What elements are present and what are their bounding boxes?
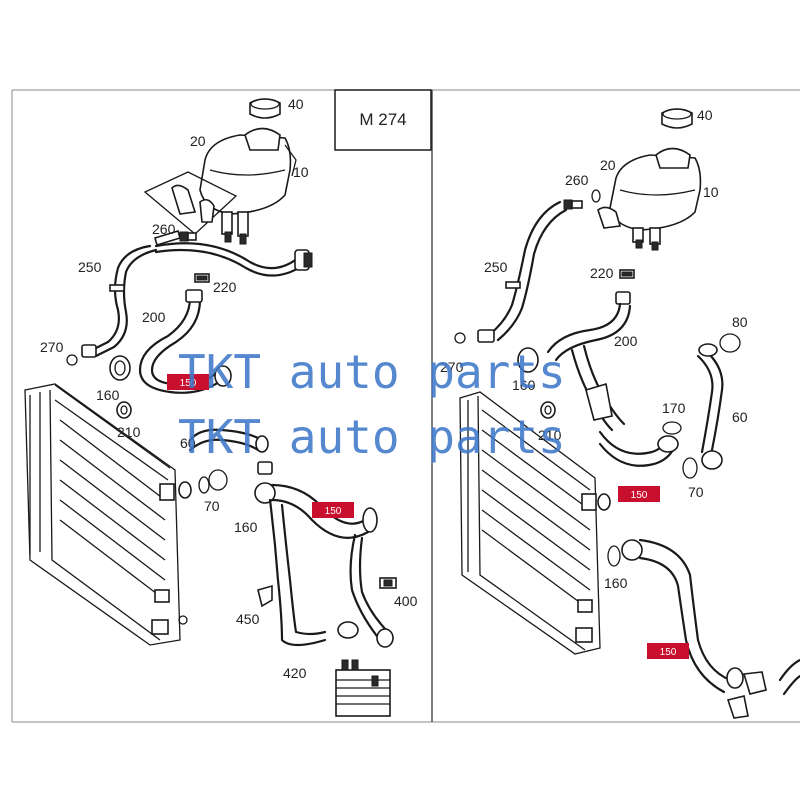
hose-clamp-icon <box>379 577 397 589</box>
coolant-hose-150-icon <box>254 461 394 648</box>
hose-clip-icon <box>619 269 635 279</box>
callout-270: 270 <box>40 339 64 355</box>
svg-text:150: 150 <box>631 490 648 501</box>
expansion-tank-cap-icon <box>661 108 693 129</box>
watermark-line-1: TKT auto parts <box>178 345 566 399</box>
radiator-icon <box>24 383 192 646</box>
oil-cooler-icon <box>335 659 391 717</box>
callout-20: 20 <box>600 157 616 173</box>
seal-ring-icon <box>682 457 698 479</box>
callout-160: 160 <box>96 387 120 403</box>
callout-160: 160 <box>512 377 536 393</box>
callout-250: 250 <box>78 259 102 275</box>
callout-250: 250 <box>484 259 508 275</box>
callout-80: 80 <box>732 314 748 330</box>
radiator-icon <box>459 391 611 655</box>
expansion-tank-icon <box>143 127 297 245</box>
coolant-hose-60-icon <box>188 428 269 453</box>
callout-400: 400 <box>394 593 418 609</box>
callout-420: 420 <box>283 665 307 681</box>
left-panel: 40 20 10 260 250 220 200 270 160 210 60 … <box>24 96 418 717</box>
hose-fitting-icon <box>540 401 556 419</box>
hose-bracket-icon <box>257 584 273 608</box>
svg-text:150: 150 <box>180 378 197 389</box>
hose-clip-icon <box>194 273 210 283</box>
callout-210: 210 <box>117 424 141 440</box>
callout-220: 220 <box>213 279 237 295</box>
coolant-hose-170-icon <box>598 421 682 467</box>
callout-200: 200 <box>142 309 166 325</box>
callout-260: 260 <box>565 172 589 188</box>
watermark-line-2: TKT auto parts <box>178 410 566 464</box>
coolant-hose-60-icon <box>696 343 724 470</box>
callout-40: 40 <box>288 96 304 112</box>
callout-10: 10 <box>293 164 309 180</box>
callout-70: 70 <box>204 498 220 514</box>
watermark: TKT auto parts TKT auto parts <box>178 345 566 464</box>
bleed-hose-icon <box>563 189 601 210</box>
expansion-tank-icon <box>597 147 702 251</box>
washer-icon <box>66 354 78 366</box>
washer-icon <box>454 332 466 344</box>
expansion-tank-cap-icon <box>249 98 281 119</box>
part-badge-150: 150 <box>618 486 660 502</box>
model-label-box: M 274 <box>334 89 432 151</box>
callout-60: 60 <box>180 435 196 451</box>
hose-fitting-icon <box>116 401 132 419</box>
callout-170: 170 <box>662 400 686 416</box>
right-panel: 40 20 260 10 250 220 200 80 270 160 210 … <box>440 107 800 719</box>
model-label: M 274 <box>359 110 406 129</box>
coolant-hose-150-icon <box>607 538 800 719</box>
svg-text:150: 150 <box>660 647 677 658</box>
callout-260: 260 <box>152 221 176 237</box>
callout-160b: 160 <box>604 575 628 591</box>
callout-60: 60 <box>732 409 748 425</box>
callout-270: 270 <box>440 359 464 375</box>
callout-40: 40 <box>697 107 713 123</box>
coolant-hose-upper-icon <box>109 289 232 394</box>
seal-ring-icon <box>208 469 228 491</box>
part-badge-150: 150 <box>167 374 209 390</box>
callout-10: 10 <box>703 184 719 200</box>
part-badge-150: 150 <box>647 643 689 659</box>
callout-450: 450 <box>236 611 260 627</box>
vent-hose-icon <box>477 200 568 343</box>
callout-220: 220 <box>590 265 614 281</box>
part-badge-150: 150 <box>312 502 354 518</box>
callout-160b: 160 <box>234 519 258 535</box>
vent-hose-icon <box>81 242 313 358</box>
callout-200: 200 <box>614 333 638 349</box>
callout-70: 70 <box>688 484 704 500</box>
bleed-hose-icon <box>154 229 197 247</box>
callout-20: 20 <box>190 133 206 149</box>
svg-text:150: 150 <box>325 506 342 517</box>
seal-ring-icon <box>198 476 210 494</box>
coolant-hose-upper-icon <box>517 291 632 432</box>
seal-ring-icon <box>719 333 741 353</box>
callout-210: 210 <box>538 427 562 443</box>
